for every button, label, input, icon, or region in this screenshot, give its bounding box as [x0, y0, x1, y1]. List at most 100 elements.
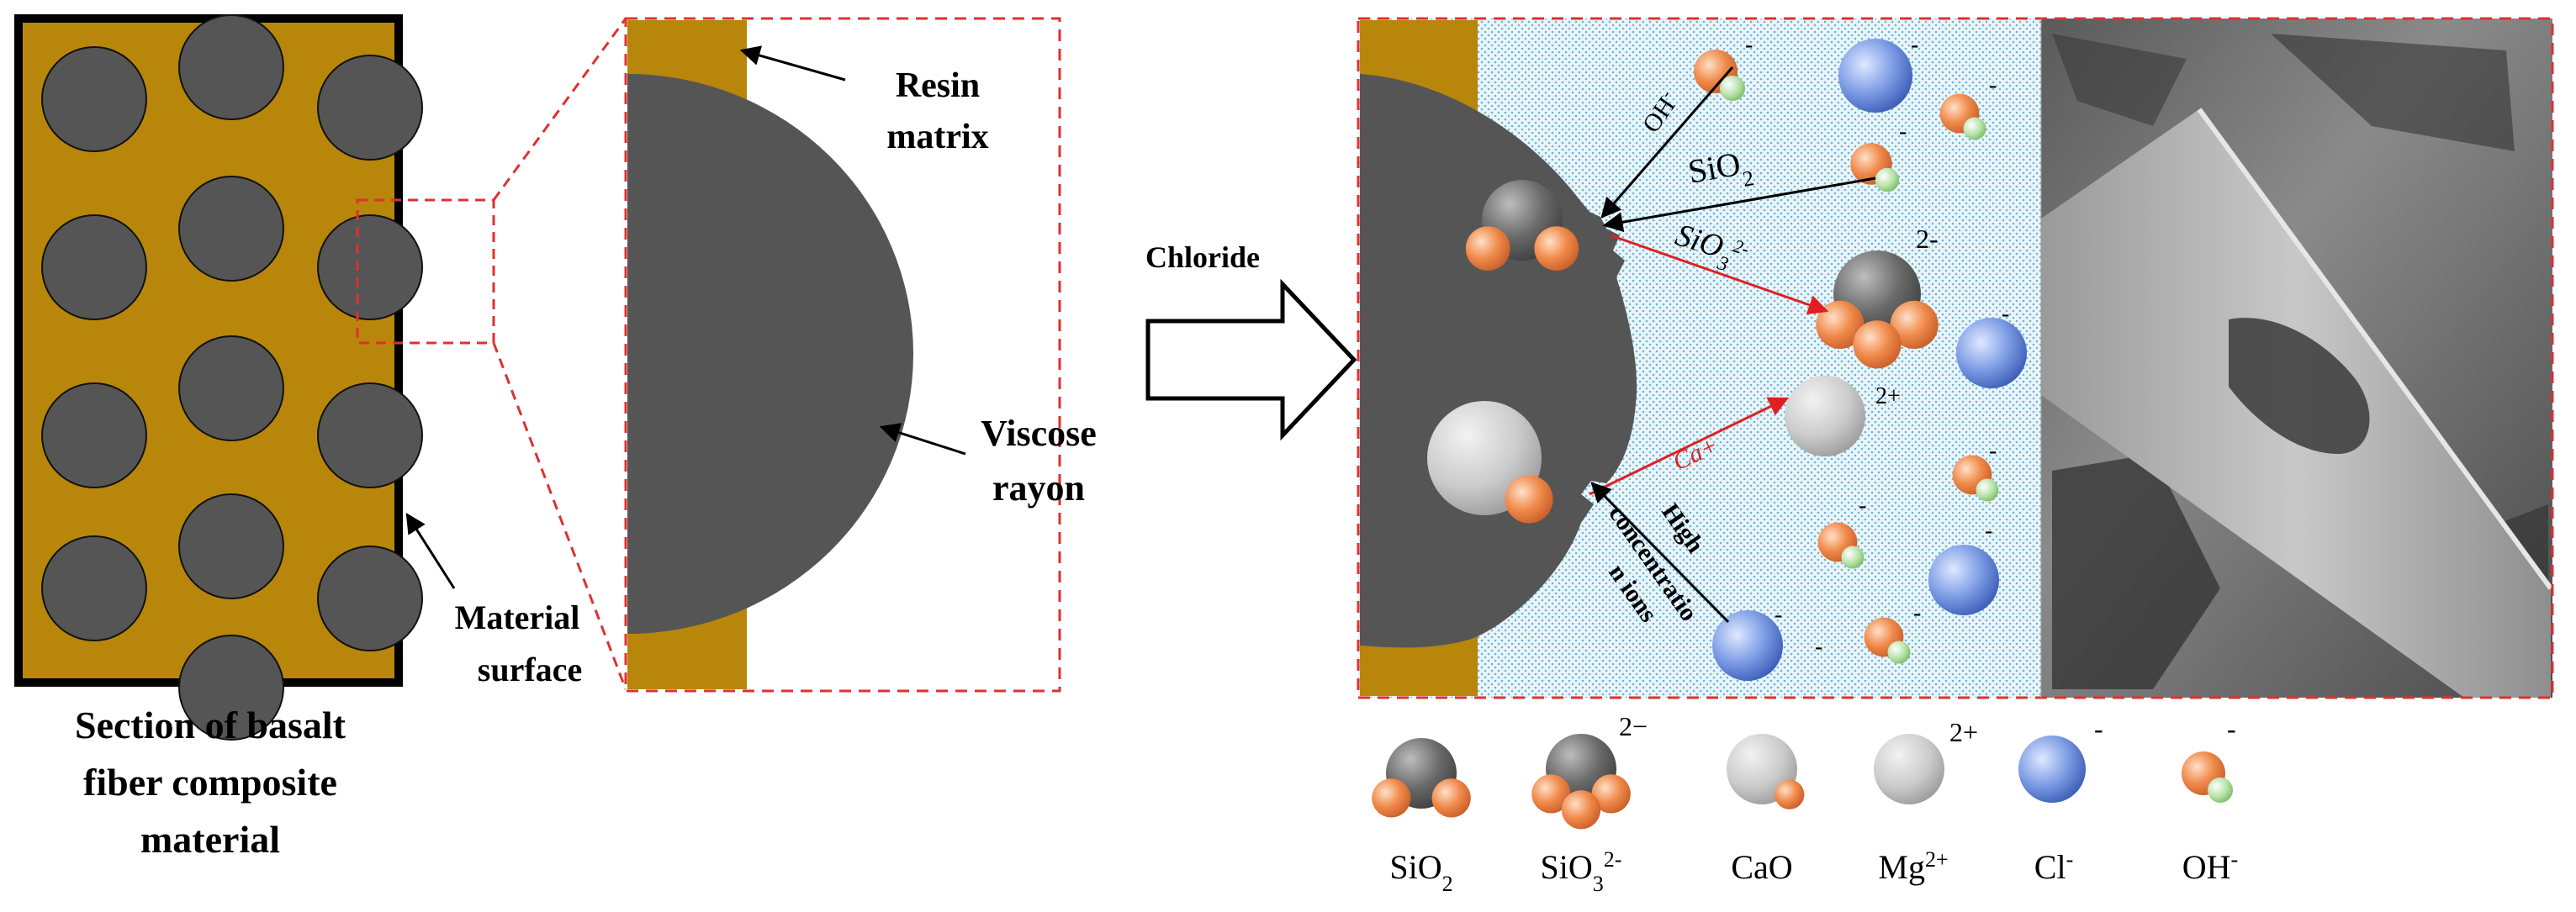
sem-corrosion-spot: [2229, 318, 2370, 454]
caption-line-2: fiber composite: [83, 761, 337, 804]
hydrogen-atom: [1841, 546, 1865, 569]
fiber-circle: [178, 493, 284, 599]
oxygen-atom: [1591, 774, 1631, 814]
zoom-fiber-cap: [627, 74, 913, 634]
ion-charge: -: [1745, 32, 1753, 58]
ion-charge: -: [1913, 600, 1921, 626]
resin-pointer: [739, 45, 846, 82]
legend-label: OH-: [2182, 847, 2238, 887]
ion-charge: -: [1815, 634, 1822, 660]
fiber-circle: [317, 546, 423, 651]
hydrogen-atom: [1875, 167, 1900, 192]
fiber-circle: [178, 14, 284, 120]
sio3-arrow: [1610, 234, 1829, 315]
sem-micrograph: [2041, 18, 2553, 698]
fiber-circle: [41, 46, 147, 152]
legend-cl-charge: -: [2094, 714, 2103, 744]
magnesium-ion: [1785, 376, 1865, 456]
sio2-arrow-label: SiO2: [1685, 142, 1756, 200]
chloride-label: Chloride: [1145, 240, 1260, 274]
ion-charge: -: [2002, 301, 2009, 327]
chloride-ion: [1712, 610, 1783, 681]
fiber-circle: [178, 635, 284, 741]
magnesium-ion: [1874, 734, 1944, 804]
hydrogen-atom: [1976, 478, 1999, 502]
fiber-circle: [41, 214, 147, 320]
ion-charge: -: [1989, 72, 1997, 98]
fiber-circle: [317, 214, 423, 320]
oxygen-atom: [1561, 790, 1601, 830]
sem-texture-1: [2052, 34, 2187, 126]
surface-pointer: [405, 512, 456, 589]
ion-charge: -: [1985, 518, 1992, 544]
corroded-fiber: [1360, 74, 1637, 648]
reaction-frame: [1357, 17, 2554, 699]
legend-label: CaO: [1731, 848, 1792, 886]
fiber-circle: [41, 535, 147, 641]
legend-oh-charge: -: [2227, 714, 2236, 744]
chloride-ion: [1928, 545, 1999, 615]
chloride-ion: [1956, 318, 2027, 388]
chloride-ion: [1838, 39, 1912, 113]
legend-label: SiO2: [1389, 848, 1452, 896]
reaction-panel: 2-2+----------- OH- SiO2 SiO32- Ca+ High…: [1357, 17, 2554, 699]
ion-charge: -: [1911, 32, 1918, 58]
resin-label-line-2: matrix: [886, 118, 988, 156]
hydrogen-atom: [1963, 117, 1986, 140]
fiber-circle: [178, 176, 284, 282]
zoom-indicator: [356, 18, 627, 690]
legend-label: Mg2+: [1878, 847, 1948, 887]
zoom-panel: Resin matrix Viscose rayon: [624, 17, 1097, 693]
fiber-circle: [41, 382, 147, 488]
zoom-source-box: [356, 198, 495, 345]
oxygen-atom: [1505, 475, 1553, 524]
oxygen-atom: [1372, 778, 1411, 818]
ion-charge: -: [1899, 119, 1907, 145]
oxygen-atom: [1431, 778, 1471, 818]
zoom-connector-bottom: [492, 342, 627, 690]
ion-layer: 2- 2+ - - - - - - - - - - -: [1427, 32, 2027, 681]
hydrogen-atom: [1720, 76, 1745, 101]
caption-line-1: Section of basalt: [75, 704, 346, 746]
hydrogen-atom: [1887, 641, 1911, 664]
material-surface-line-1: Material: [455, 598, 580, 636]
ion-charge: -: [1989, 438, 1997, 464]
sem-texture-3: [2052, 454, 2220, 689]
material-surface-line-2: surface: [478, 651, 582, 688]
fiber-circle: [317, 55, 423, 161]
sio3-charge: 2-: [1916, 224, 1939, 254]
oxygen-atom: [1853, 320, 1902, 369]
oh-arrow: [1600, 66, 1734, 219]
mg-charge: 2+: [1875, 383, 1901, 409]
fiber-circle: [317, 382, 423, 488]
sem-fiber-edge: [2197, 108, 2553, 590]
oxygen-atom: [1534, 226, 1579, 271]
legend-mg-charge: 2+: [1949, 717, 1978, 747]
oxygen-atom: [1775, 779, 1805, 809]
legend-sio3-charge: 2−: [1619, 711, 1648, 741]
chloride-ion: [2018, 735, 2086, 803]
rayon-label-line-1: Viscose: [981, 413, 1097, 454]
legend-label: SiO32-: [1541, 847, 1622, 896]
oxygen-atom: [1890, 300, 1939, 349]
ion-charge: -: [1775, 602, 1782, 628]
oxygen-atom: [1531, 774, 1571, 814]
resin-label-line-1: Resin: [896, 66, 980, 105]
ion-charge: -: [1859, 493, 1866, 519]
rayon-label-line-2: rayon: [992, 467, 1085, 509]
chloride-arrow: Chloride: [1145, 240, 1357, 441]
fiber-grid: [41, 14, 423, 741]
chloride-arrow-shape: [1145, 278, 1357, 441]
hydrogen-atom: [2208, 778, 2233, 803]
high-conc-arrow: [1590, 482, 1730, 624]
rayon-pointer: [879, 423, 966, 456]
ca-arrow: [1589, 397, 1790, 496]
sem-texture-2: [2271, 34, 2515, 151]
sio2-arrow: [1602, 177, 1876, 233]
fiber-circle: [178, 335, 284, 441]
oxygen-atom: [1465, 226, 1510, 271]
cross-section-panel: Section of basalt fiber composite materi…: [14, 14, 582, 861]
